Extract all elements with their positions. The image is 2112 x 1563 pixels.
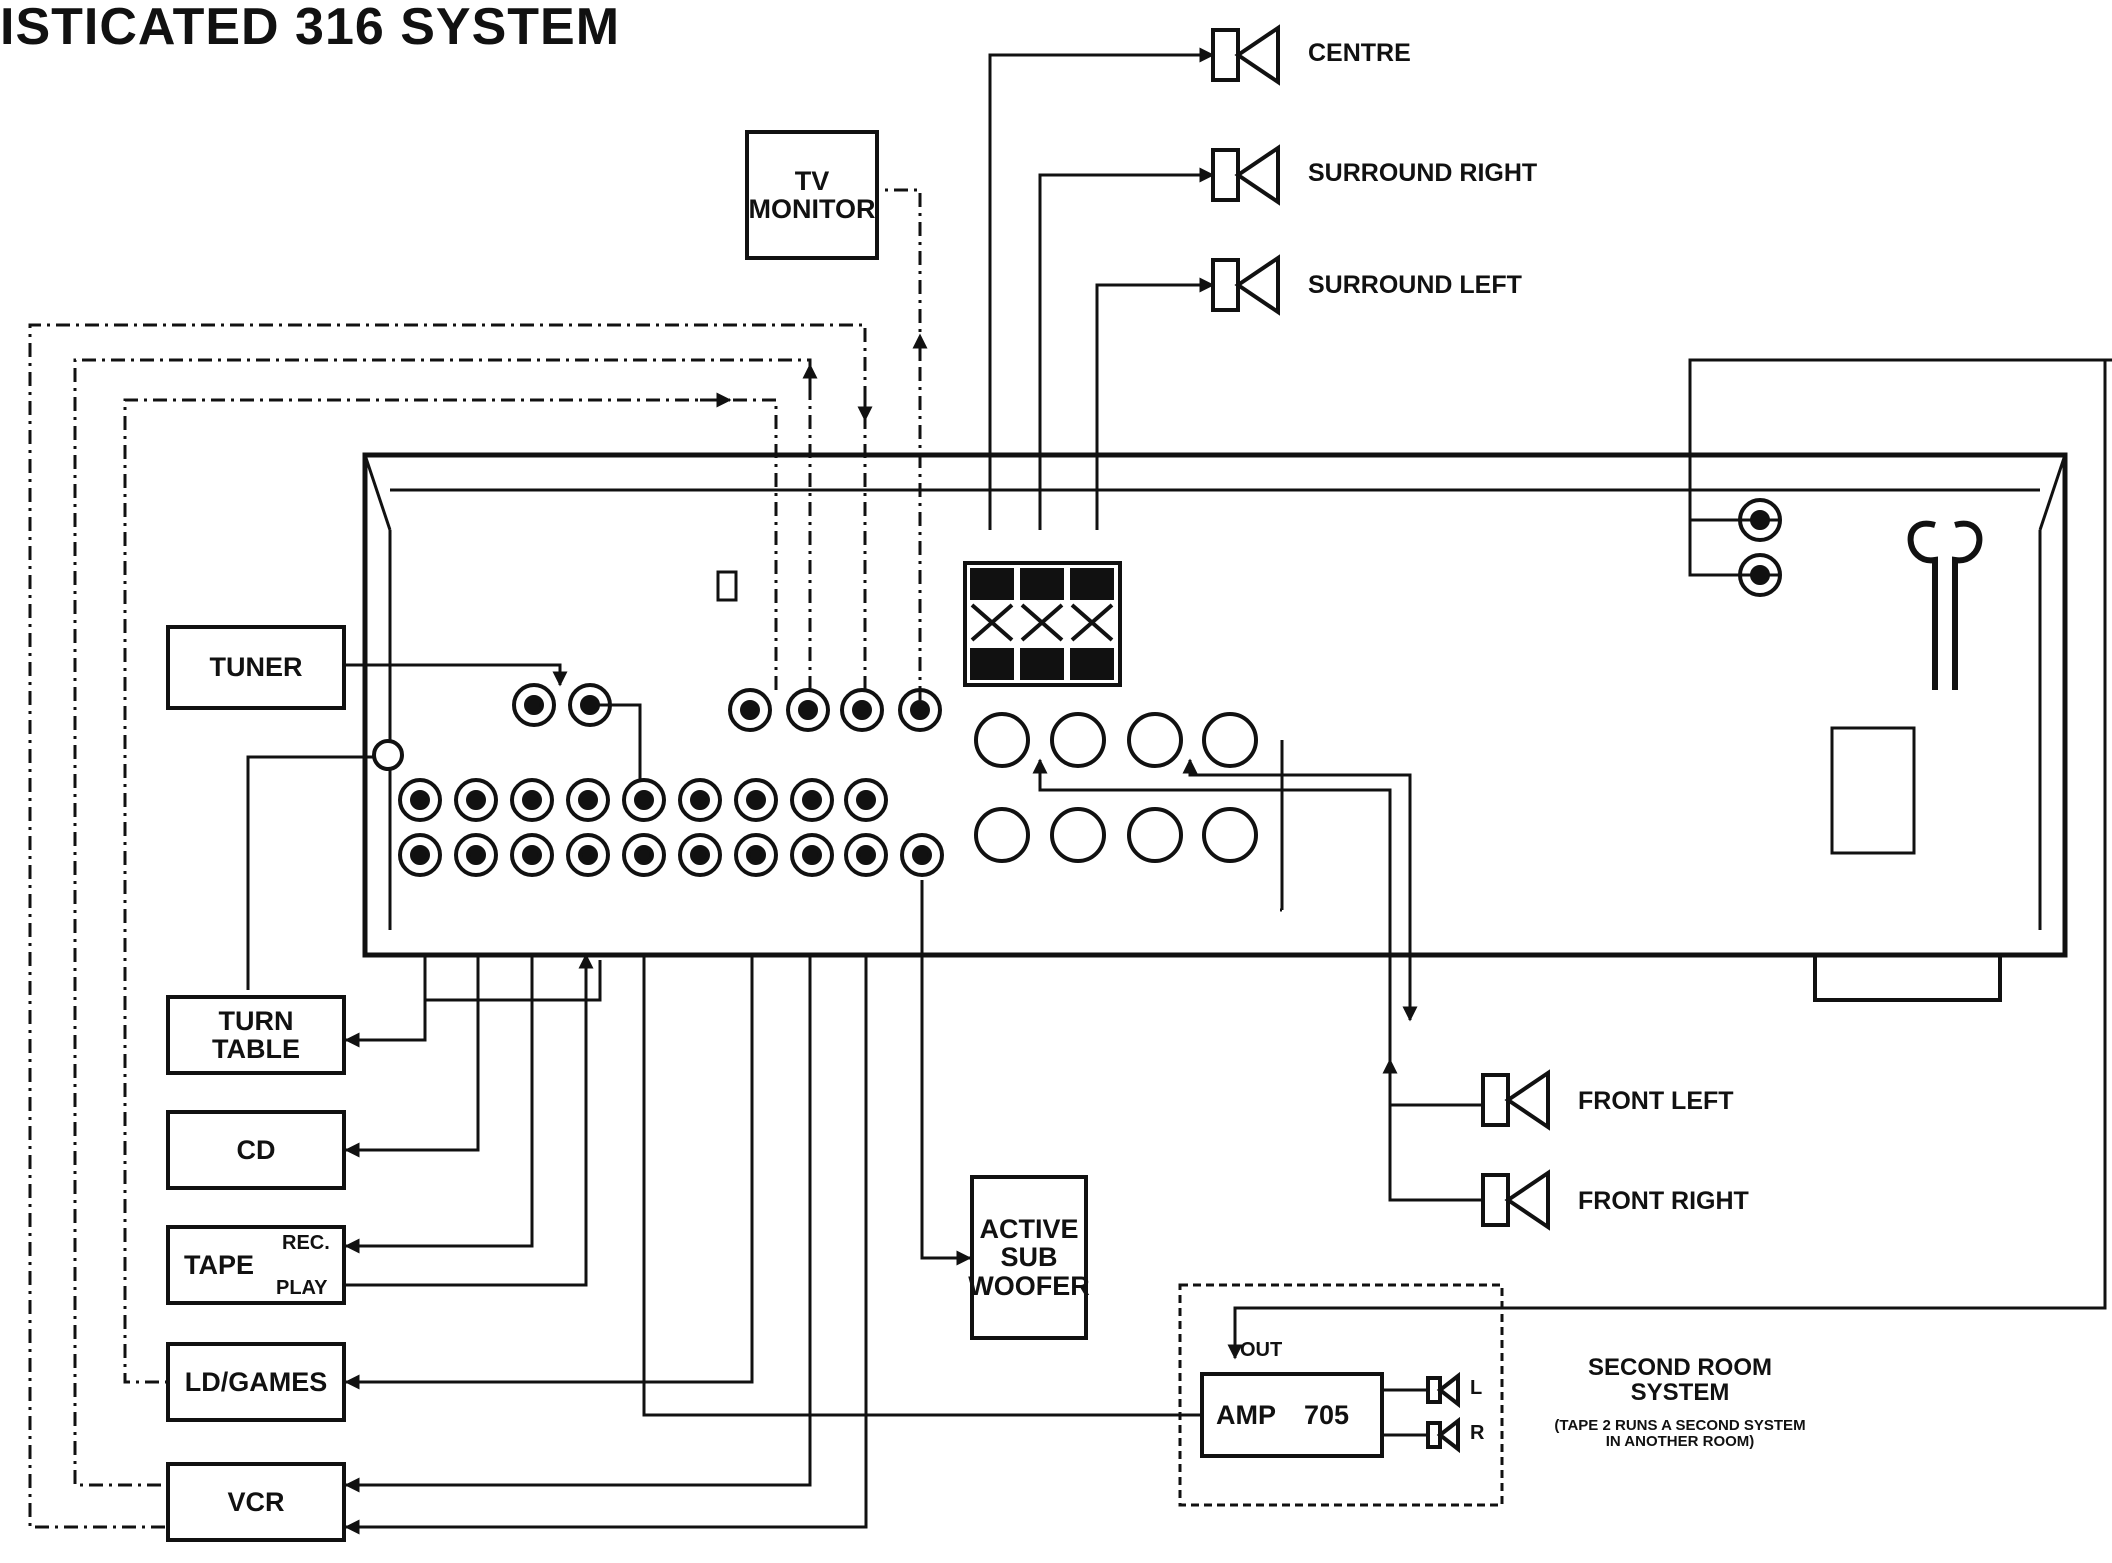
amp-model-label: 705 xyxy=(1304,1399,1350,1430)
amp-label: AMP xyxy=(1216,1399,1276,1430)
second-room-note: (TAPE 2 RUNS A SECOND SYSTEM IN ANOTHER … xyxy=(1554,1417,1806,1450)
speaker-icons xyxy=(1211,24,1550,1454)
surround-right-speaker-label: SURROUND RIGHT xyxy=(1308,159,1538,187)
tv-monitor-box: TV MONITOR xyxy=(745,130,879,260)
active-sub-woofer-box: ACTIVE SUB WOOFER xyxy=(968,1175,1090,1340)
tape-box: TAPE xyxy=(166,1225,346,1305)
solid-wiring xyxy=(246,47,2112,1535)
front-right-speaker-label: FRONT RIGHT xyxy=(1578,1187,1749,1215)
video-wiring xyxy=(28,188,928,1529)
amp-out-label: OUT xyxy=(1240,1339,1283,1361)
second-room-enclosure xyxy=(1178,1283,1504,1507)
cd-box: CD xyxy=(166,1110,346,1190)
tuner-box: TUNER xyxy=(166,625,346,710)
tape-label: TAPE xyxy=(184,1249,255,1280)
tuner-label: TUNER xyxy=(209,652,303,683)
tv-monitor-label: TV MONITOR xyxy=(748,165,876,224)
vcr-label: VCR xyxy=(227,1486,285,1517)
tape-play-label: PLAY xyxy=(276,1277,328,1299)
ld-games-label: LD/GAMES xyxy=(184,1366,328,1397)
vcr-box: VCR xyxy=(166,1462,346,1542)
speaker-terminal-block xyxy=(716,561,1122,687)
amp-705-box: AMP 705 xyxy=(1200,1372,1384,1458)
second-room-right-speaker-label: R xyxy=(1470,1422,1485,1444)
tape-rec-label: REC. xyxy=(282,1232,330,1254)
centre-speaker-label: CENTRE xyxy=(1308,39,1411,67)
front-left-speaker-label: FRONT LEFT xyxy=(1578,1087,1734,1115)
second-room-left-speaker-label: L xyxy=(1470,1377,1483,1399)
turntable-box: TURN TABLE xyxy=(166,995,346,1075)
surround-left-speaker-label: SURROUND LEFT xyxy=(1308,271,1522,299)
ld-games-box: LD/GAMES xyxy=(166,1342,346,1422)
cd-label: CD xyxy=(236,1134,276,1165)
diagram-title: ISTICATED 316 SYSTEM xyxy=(0,0,621,56)
second-room-title: SECOND ROOM SYSTEM xyxy=(1587,1354,1772,1407)
rear-panel-jacks xyxy=(372,498,1782,877)
turntable-label: TURN TABLE xyxy=(212,1005,300,1064)
active-sub-woofer-label: ACTIVE SUB WOOFER xyxy=(968,1213,1090,1301)
